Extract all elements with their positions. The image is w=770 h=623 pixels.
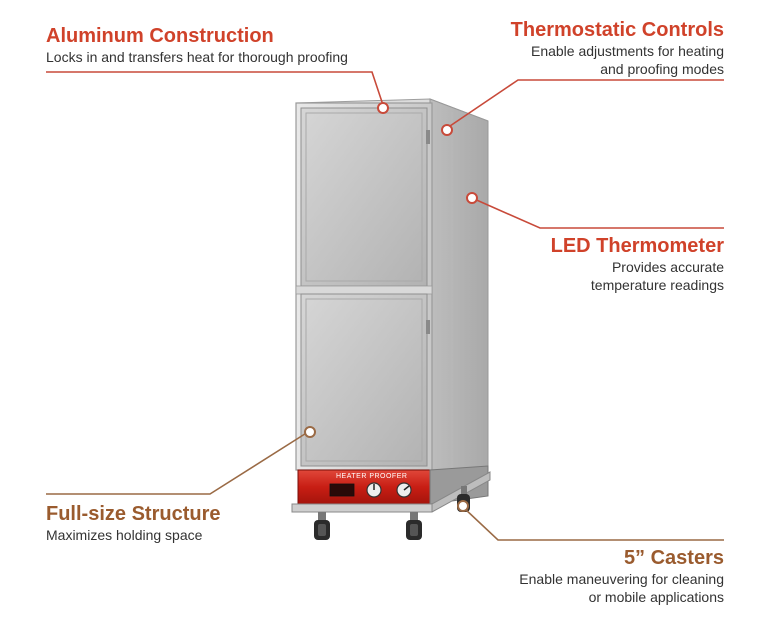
callout-description: Locks in and transfers heat for thorough…	[46, 49, 348, 65]
callout-description-line: temperature readings	[590, 277, 724, 293]
callout-title: Aluminum Construction	[46, 25, 274, 47]
leader-led	[471, 197, 724, 229]
leader-fullsize	[46, 431, 309, 495]
callout-title: Thermostatic Controls	[510, 19, 724, 41]
caster-front-right	[406, 512, 422, 540]
leader-thermostatic	[446, 79, 724, 129]
callout-description: Maximizes holding space	[46, 527, 203, 543]
callout-thermostatic-controls: Thermostatic Controls Enable adjustments…	[511, 18, 724, 78]
callout-description-line: or mobile applications	[588, 589, 724, 605]
callout-casters: 5” Casters Enable maneuvering for cleani…	[519, 546, 724, 606]
callout-dot-led	[466, 192, 478, 204]
callout-dot-thermostatic	[441, 124, 453, 136]
callout-title: LED Thermometer	[550, 235, 724, 257]
caster-front-left	[314, 512, 330, 540]
callout-led-thermometer: LED Thermometer Provides accurate temper…	[551, 234, 724, 294]
callout-description-line: Enable adjustments for heating	[530, 43, 724, 59]
callout-title: Full-size Structure	[46, 503, 221, 525]
callout-full-size-structure: Full-size Structure Maximizes holding sp…	[46, 502, 220, 544]
leader-casters	[463, 507, 724, 541]
callout-description-line: Provides accurate	[611, 259, 724, 275]
lower-door	[300, 293, 428, 467]
callout-aluminum-construction: Aluminum Construction Locks in and trans…	[46, 24, 348, 66]
led-display	[329, 483, 355, 497]
callout-dot-casters	[457, 500, 469, 512]
callout-title: 5” Casters	[623, 547, 724, 569]
cabinet-side-panel	[429, 98, 489, 481]
callout-dot-fullsize	[304, 426, 316, 438]
leader-aluminum	[46, 71, 384, 106]
control-panel-label: HEATER PROOFER	[336, 473, 407, 480]
callout-description-line: and proofing modes	[600, 61, 724, 77]
callout-dot-aluminum	[377, 102, 389, 114]
upper-door	[300, 107, 428, 287]
callout-description-line: Enable maneuvering for cleaning	[519, 571, 724, 587]
